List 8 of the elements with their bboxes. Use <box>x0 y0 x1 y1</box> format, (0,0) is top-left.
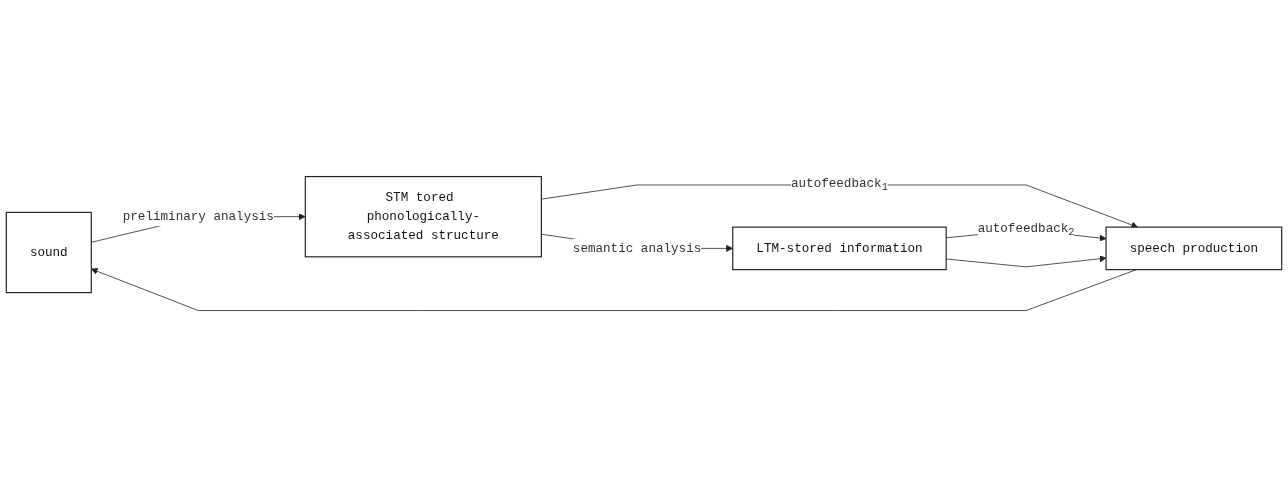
edge-label: semantic analysis <box>572 240 702 256</box>
edge-label: preliminary analysis <box>122 209 274 224</box>
node-box: LTM-stored information <box>732 226 947 270</box>
edge-label: autofeedback$_{2}$ <box>977 221 1075 238</box>
node-box: STM tored phonologically-associated structure <box>304 175 542 257</box>
node-box: speech production <box>1105 226 1283 270</box>
edge-label: autofeedback$_{1}$ <box>790 176 888 193</box>
node-box: sound <box>5 211 92 293</box>
